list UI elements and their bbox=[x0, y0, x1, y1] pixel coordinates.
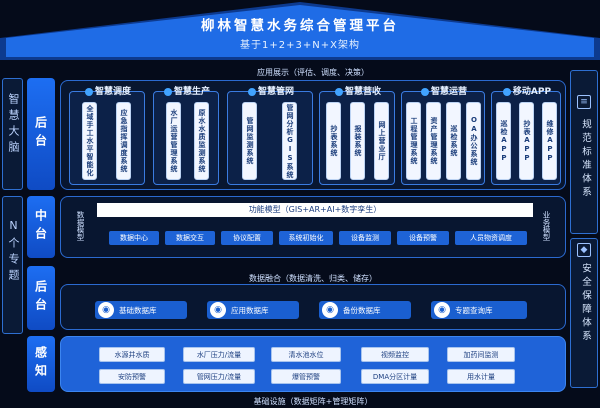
operation-icon bbox=[420, 87, 429, 96]
database-label: 基础数据库 bbox=[119, 305, 157, 315]
app-item[interactable]: 抄表APP bbox=[519, 102, 534, 180]
standards-label: 规范标准体系 bbox=[580, 119, 591, 200]
app-group-operation: 智慧运营 工程管理系统 资产管理系统 巡检系统 OA办公系统 bbox=[401, 87, 485, 185]
app-group-title: 智慧生产 bbox=[173, 87, 210, 97]
database-item[interactable]: ◉ 基础数据库 bbox=[95, 301, 187, 319]
app-item[interactable]: 应急指挥调度系统 bbox=[116, 102, 131, 180]
middle-item[interactable]: 系统初始化 bbox=[279, 231, 333, 245]
app-group-title: 智慧营收 bbox=[344, 87, 381, 97]
middle-item[interactable]: 数据中心 bbox=[109, 231, 159, 245]
app-item[interactable]: 工程管理系统 bbox=[406, 102, 421, 180]
app-group-title: 移动APP bbox=[512, 87, 552, 97]
app-group-title: 智慧管网 bbox=[257, 87, 294, 97]
app-item[interactable]: OA办公系统 bbox=[466, 102, 481, 180]
header-roof bbox=[0, 2, 600, 60]
app-item[interactable]: 抄表系统 bbox=[326, 102, 341, 180]
dispatch-icon bbox=[84, 87, 93, 96]
tier-label-sense: 感知 bbox=[27, 336, 55, 392]
sensor-item[interactable]: 水厂压力/流量 bbox=[183, 347, 255, 362]
document-icon: ≡ bbox=[577, 95, 591, 109]
sensor-item[interactable]: 水源井水质 bbox=[99, 347, 165, 362]
app-item[interactable]: 维修APP bbox=[542, 102, 557, 180]
data-model-tag: 数据模型 bbox=[76, 211, 85, 241]
sensor-item[interactable]: 视频监控 bbox=[361, 347, 429, 362]
middle-highlight-bar bbox=[97, 203, 533, 217]
left-brain-column: 智慧大脑 bbox=[2, 78, 23, 190]
database-icon: ◉ bbox=[434, 302, 450, 318]
middle-item[interactable]: 协议配置 bbox=[221, 231, 273, 245]
database-label: 备份数据库 bbox=[343, 305, 381, 315]
revenue-icon bbox=[334, 87, 343, 96]
data-layer-label: 数据融合（数据清洗、归类、储存） bbox=[249, 274, 377, 283]
security-label: 安全保障体系 bbox=[580, 263, 591, 344]
app-item[interactable]: 资产管理系统 bbox=[426, 102, 441, 180]
app-layer-label: 应用展示（评估、调度、决策） bbox=[257, 68, 369, 77]
app-item[interactable]: 报装系统 bbox=[350, 102, 365, 180]
app-group-mobile: 移动APP 巡检APP 抄表APP 维修APP bbox=[491, 87, 561, 185]
sensor-item[interactable]: 爆管预警 bbox=[271, 369, 341, 384]
app-item[interactable]: 巡检系统 bbox=[446, 102, 461, 180]
app-item[interactable]: 全域手工水平智能化 bbox=[82, 102, 97, 180]
tier-label-app: 后台 bbox=[27, 78, 55, 190]
tier-label-middle: 中台 bbox=[27, 196, 55, 258]
page-subtitle: 基于1+2+3+N+X架构 bbox=[240, 40, 360, 51]
middle-item[interactable]: 数据交互 bbox=[165, 231, 215, 245]
database-icon: ◉ bbox=[98, 302, 114, 318]
sense-layer-panel: 水源井水质 水厂压力/流量 清水池水位 视频监控 加药间监测 安防预警 管网压力… bbox=[60, 336, 566, 392]
tier-label-data: 后台 bbox=[27, 266, 55, 330]
sensor-item[interactable]: 安防预警 bbox=[99, 369, 165, 384]
database-label: 应用数据库 bbox=[231, 305, 269, 315]
page-title: 柳林智慧水务综合管理平台 bbox=[201, 18, 399, 34]
middle-item[interactable]: 人员物资调度 bbox=[455, 231, 527, 245]
app-item[interactable]: 管网监测系统 bbox=[242, 102, 257, 180]
middle-layer-label: 功能模型（GIS+AR+AI+数字孪生） bbox=[248, 205, 382, 214]
app-layer-panel: 智慧调度 全域手工水平智能化 应急指挥调度系统 智慧生产 水厂运营管理系统 原水… bbox=[60, 80, 566, 190]
app-item[interactable]: 巡检APP bbox=[496, 102, 511, 180]
topics-label: N个专题 bbox=[7, 219, 20, 285]
database-item[interactable]: ◉ 应用数据库 bbox=[207, 301, 299, 319]
app-group-title: 智慧运营 bbox=[430, 87, 467, 97]
sensor-item[interactable]: DMA分区计量 bbox=[361, 369, 429, 384]
sensor-item[interactable]: 管网压力/流量 bbox=[183, 369, 255, 384]
production-icon bbox=[163, 87, 172, 96]
database-item[interactable]: ◉ 备份数据库 bbox=[319, 301, 411, 319]
app-group-production: 智慧生产 水厂运营管理系统 原水水质监测系统 bbox=[153, 87, 219, 185]
app-item[interactable]: 网上营业厅 bbox=[374, 102, 389, 180]
app-group-title: 智慧调度 bbox=[94, 87, 131, 97]
shield-icon: ◆ bbox=[577, 243, 591, 257]
database-icon: ◉ bbox=[322, 302, 338, 318]
app-item[interactable]: 原水水质监测系统 bbox=[194, 102, 209, 180]
brain-label: 智慧大脑 bbox=[7, 93, 20, 157]
network-icon bbox=[247, 87, 256, 96]
app-group-dispatch: 智慧调度 全域手工水平智能化 应急指挥调度系统 bbox=[69, 87, 145, 185]
right-security-column: ◆ 安全保障体系 bbox=[570, 238, 598, 388]
sensor-item[interactable]: 用水计量 bbox=[447, 369, 515, 384]
middle-item[interactable]: 设备预警 bbox=[397, 231, 449, 245]
mobile-icon bbox=[502, 87, 511, 96]
database-icon: ◉ bbox=[210, 302, 226, 318]
app-group-revenue: 智慧营收 抄表系统 报装系统 网上营业厅 bbox=[319, 87, 395, 185]
right-standards-column: ≡ 规范标准体系 bbox=[570, 70, 598, 234]
sensor-item[interactable]: 加药间监测 bbox=[447, 347, 515, 362]
app-group-network: 智慧管网 管网监测系统 管网分析GIS系统 bbox=[227, 87, 313, 185]
middle-item[interactable]: 设备监测 bbox=[339, 231, 391, 245]
infrastructure-label: 基础设施（数据矩阵+管理矩阵） bbox=[253, 397, 373, 406]
database-label: 专题查询库 bbox=[455, 305, 493, 315]
app-item[interactable]: 管网分析GIS系统 bbox=[282, 102, 297, 180]
data-layer-panel: ◉ 基础数据库 ◉ 应用数据库 ◉ 备份数据库 ◉ 专题查询库 bbox=[60, 284, 566, 330]
database-item[interactable]: ◉ 专题查询库 bbox=[431, 301, 527, 319]
middle-layer-panel: 功能模型（GIS+AR+AI+数字孪生） 数据模型 业务模型 数据中心 数据交互… bbox=[60, 196, 566, 258]
left-topics-column: N个专题 bbox=[2, 196, 23, 334]
business-model-tag: 业务模型 bbox=[542, 211, 551, 241]
app-item[interactable]: 水厂运营管理系统 bbox=[166, 102, 181, 180]
sensor-item[interactable]: 清水池水位 bbox=[271, 347, 341, 362]
